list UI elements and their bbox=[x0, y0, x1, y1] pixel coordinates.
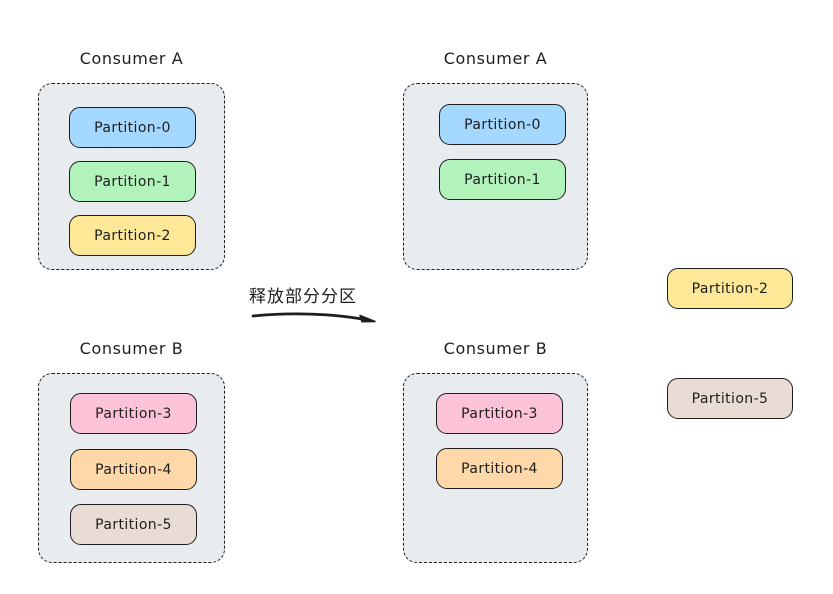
partition-label: Partition-3 bbox=[461, 405, 538, 422]
arrow-label: 释放部分分区 bbox=[249, 287, 357, 307]
partition-box-p4: Partition-4 bbox=[70, 449, 197, 490]
partition-label: Partition-1 bbox=[464, 171, 541, 188]
partition-label: Partition-1 bbox=[94, 173, 171, 190]
partition-box-p0: Partition-0 bbox=[439, 104, 566, 145]
partition-box-p3: Partition-3 bbox=[70, 393, 197, 434]
partition-label: Partition-2 bbox=[94, 227, 171, 244]
partition-label: Partition-5 bbox=[95, 516, 172, 533]
partition-box-p0: Partition-0 bbox=[69, 107, 196, 148]
group-title-consumer-a-before: Consumer A bbox=[79, 49, 184, 68]
partition-box-p2: Partition-2 bbox=[69, 215, 196, 256]
partition-box-p5: Partition-5 bbox=[70, 504, 197, 545]
consumer-b-after-container: Partition-3 Partition-4 bbox=[403, 373, 588, 563]
partition-box-p1: Partition-1 bbox=[439, 159, 566, 200]
consumer-b-before-container: Partition-3 Partition-4 Partition-5 bbox=[38, 373, 225, 563]
released-partition-box-p2: Partition-2 bbox=[667, 268, 793, 309]
released-partition-box-p5: Partition-5 bbox=[667, 378, 793, 419]
group-title-consumer-a-after: Consumer A bbox=[443, 49, 548, 68]
group-title-consumer-b-after: Consumer B bbox=[443, 339, 548, 358]
partition-label: Partition-2 bbox=[691, 280, 769, 297]
partition-label: Partition-3 bbox=[95, 405, 172, 422]
partition-label: Partition-0 bbox=[464, 116, 541, 133]
partition-box-p3: Partition-3 bbox=[436, 393, 563, 434]
right-arrow-icon bbox=[251, 312, 376, 323]
partition-label: Partition-5 bbox=[691, 390, 769, 407]
partition-label: Partition-0 bbox=[94, 119, 171, 136]
partition-label: Partition-4 bbox=[95, 461, 172, 478]
partition-box-p1: Partition-1 bbox=[69, 161, 196, 202]
group-title-consumer-b-before: Consumer B bbox=[79, 339, 184, 358]
partition-label: Partition-4 bbox=[461, 460, 538, 477]
consumer-a-after-container: Partition-0 Partition-1 bbox=[403, 83, 588, 270]
consumer-a-before-container: Partition-0 Partition-1 Partition-2 bbox=[38, 83, 225, 270]
partition-box-p4: Partition-4 bbox=[436, 448, 563, 489]
